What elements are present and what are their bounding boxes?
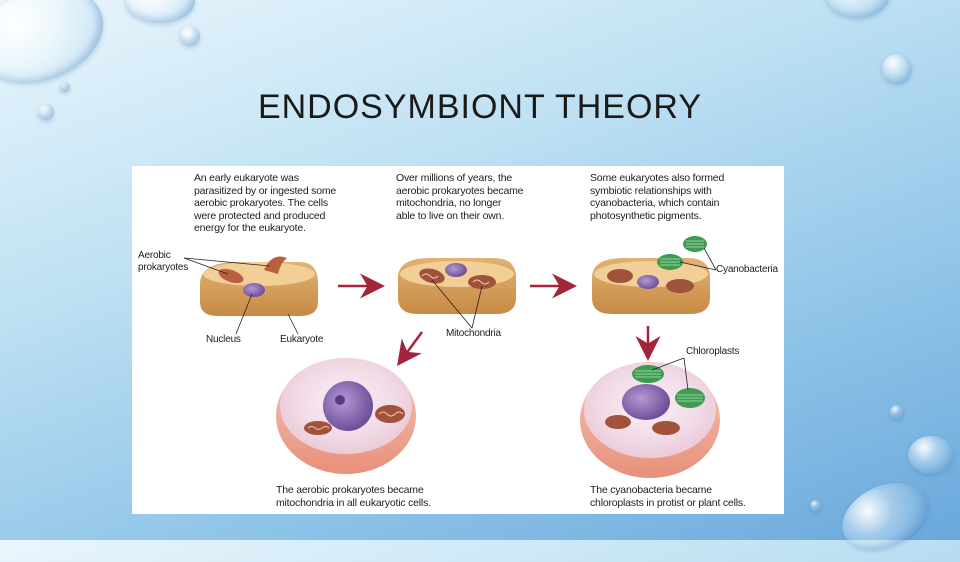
nucleus-shape (445, 263, 467, 277)
mitochondrion-shape (419, 268, 445, 284)
mitochondrion-shape (468, 275, 496, 289)
arrow-step2-to-result1 (397, 331, 424, 367)
prokaryote-shape (218, 268, 244, 284)
endosymbiosis-illustration (183, 236, 720, 478)
nucleus-shape (622, 384, 670, 420)
nucleus-shape (323, 381, 373, 431)
endosymbiosis-figure: An early eukaryote was parasitized by or… (132, 166, 784, 514)
water-drop-decoration (125, 0, 195, 23)
mitochondrion-shape (304, 421, 332, 435)
caption-step3: Some eukaryotes also formed symbiotic re… (590, 172, 725, 222)
water-drop-decoration (890, 405, 904, 419)
prokaryote-shape (264, 256, 287, 274)
eukaryote-with-mitochondria-cell (398, 258, 516, 314)
water-drop-decoration (38, 104, 54, 120)
caption-step2: Over millions of years, the aerobic prok… (396, 172, 524, 222)
caption-result1: The aerobic prokaryotes became mitochond… (276, 484, 431, 509)
water-drop-decoration (810, 500, 822, 512)
mitochondrion-shape (607, 269, 633, 283)
label-chloroplasts: Chloroplasts (686, 346, 740, 357)
mitochondrion-shape (652, 421, 680, 435)
mitochondrion-shape (375, 405, 405, 423)
water-drop-decoration (882, 54, 912, 84)
label-aerobic-prokaryotes: Aerobic prokaryotes (138, 250, 189, 273)
label-nucleus: Nucleus (206, 334, 241, 345)
nucleus-shape (637, 275, 659, 289)
water-drop-decoration (825, 0, 890, 18)
plant-or-protist-cell-final (580, 362, 720, 478)
water-drop-decoration (831, 469, 939, 562)
caption-result2: The cyanobacteria became chloroplasts in… (590, 484, 746, 509)
nucleus-shape (243, 283, 265, 297)
water-drop-decoration (0, 0, 117, 100)
mitochondrion-shape (666, 279, 694, 293)
slide-title: ENDOSYMBIONT THEORY (257, 88, 703, 126)
label-mitochondria: Mitochondria (446, 328, 501, 339)
water-drop-decoration (60, 82, 70, 92)
mitochondrion-shape (605, 415, 631, 429)
caption-step1: An early eukaryote was parasitized by or… (194, 172, 337, 234)
eukaryotic-cell-final (276, 358, 416, 474)
water-drop-decoration (908, 436, 954, 474)
water-drop-decoration (180, 26, 200, 46)
early-eukaryote-cell (200, 256, 318, 316)
label-eukaryote: Eukaryote (280, 334, 324, 345)
label-cyanobacteria: Cyanobacteria (716, 264, 778, 275)
eukaryote-with-cyanobacteria-cell (592, 236, 710, 314)
